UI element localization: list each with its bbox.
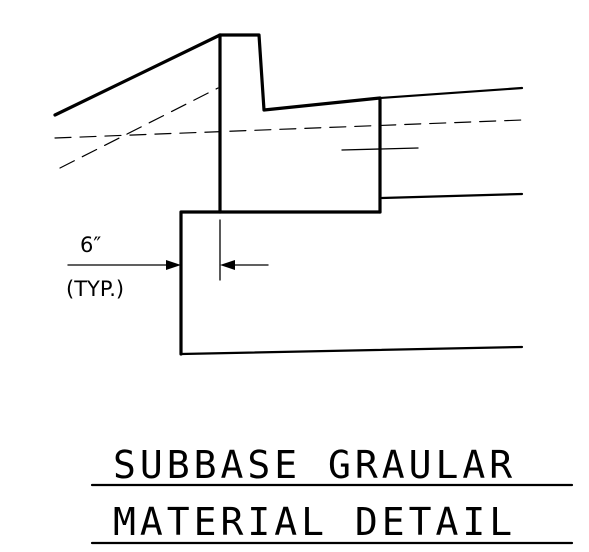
dimension-value: 6″ — [80, 233, 101, 257]
wall-outline — [218, 33, 382, 214]
arrowhead-right — [220, 260, 235, 270]
left-ground-line — [53, 33, 222, 117]
pavement-top-line — [378, 86, 524, 100]
title-line-1: SUBBASE GRAULAR — [113, 443, 516, 487]
interior-mark-line — [341, 147, 419, 151]
subbase-outline — [179, 210, 382, 356]
dashed-slope-line — [59, 87, 219, 169]
dashed-horizontal-line — [54, 119, 523, 139]
pavement-bottom-line — [380, 192, 524, 200]
arrowhead-left — [166, 260, 181, 270]
subbase-bottom-line — [179, 345, 524, 356]
title-line-2: MATERIAL DETAIL — [113, 500, 516, 544]
dimension-note: (TYP.) — [66, 277, 124, 301]
